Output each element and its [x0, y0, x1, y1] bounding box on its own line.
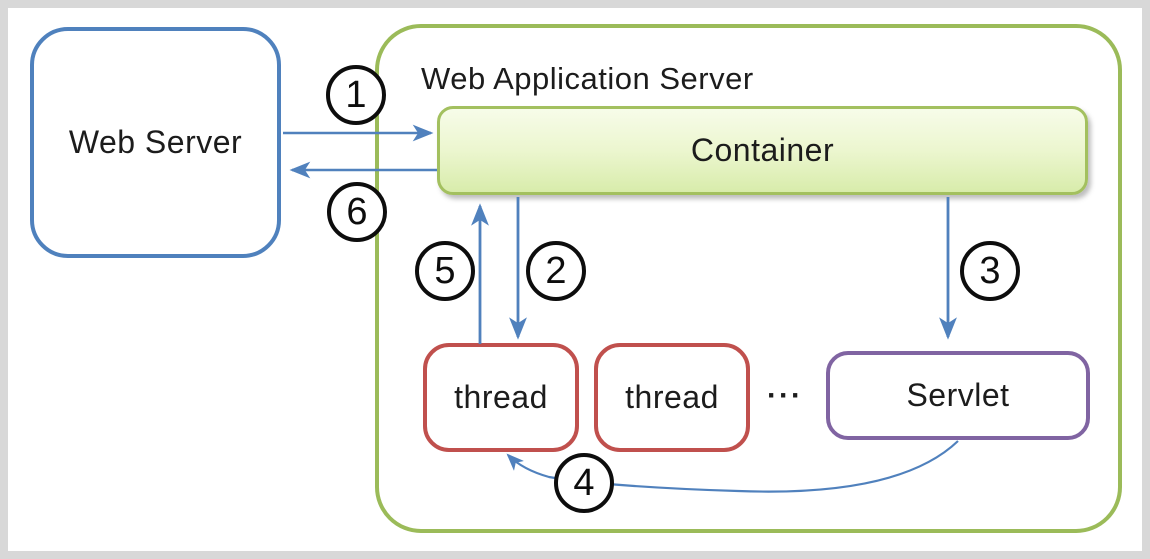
web-server-box: Web Server	[30, 27, 281, 258]
step-circle-1: 1	[326, 65, 386, 125]
thread-1-label: thread	[454, 379, 548, 415]
thread-box-2: thread	[594, 343, 750, 452]
web-application-server-title: Web Application Server	[421, 61, 754, 96]
web-application-server-box	[375, 24, 1122, 533]
step-circle-3: 3	[960, 241, 1020, 301]
step-circle-2: 2	[526, 241, 586, 301]
step-circle-5: 5	[415, 241, 475, 301]
step-circle-4: 4	[554, 453, 614, 513]
more-threads-ellipsis: ···	[767, 379, 803, 412]
thread-2-label: thread	[625, 379, 719, 415]
container-box: Container	[437, 106, 1088, 195]
step-circle-6: 6	[327, 182, 387, 242]
servlet-box: Servlet	[826, 351, 1090, 440]
thread-box-1: thread	[423, 343, 579, 452]
container-label: Container	[690, 132, 835, 168]
web-server-label: Web Server	[68, 124, 243, 160]
servlet-label: Servlet	[906, 377, 1010, 413]
